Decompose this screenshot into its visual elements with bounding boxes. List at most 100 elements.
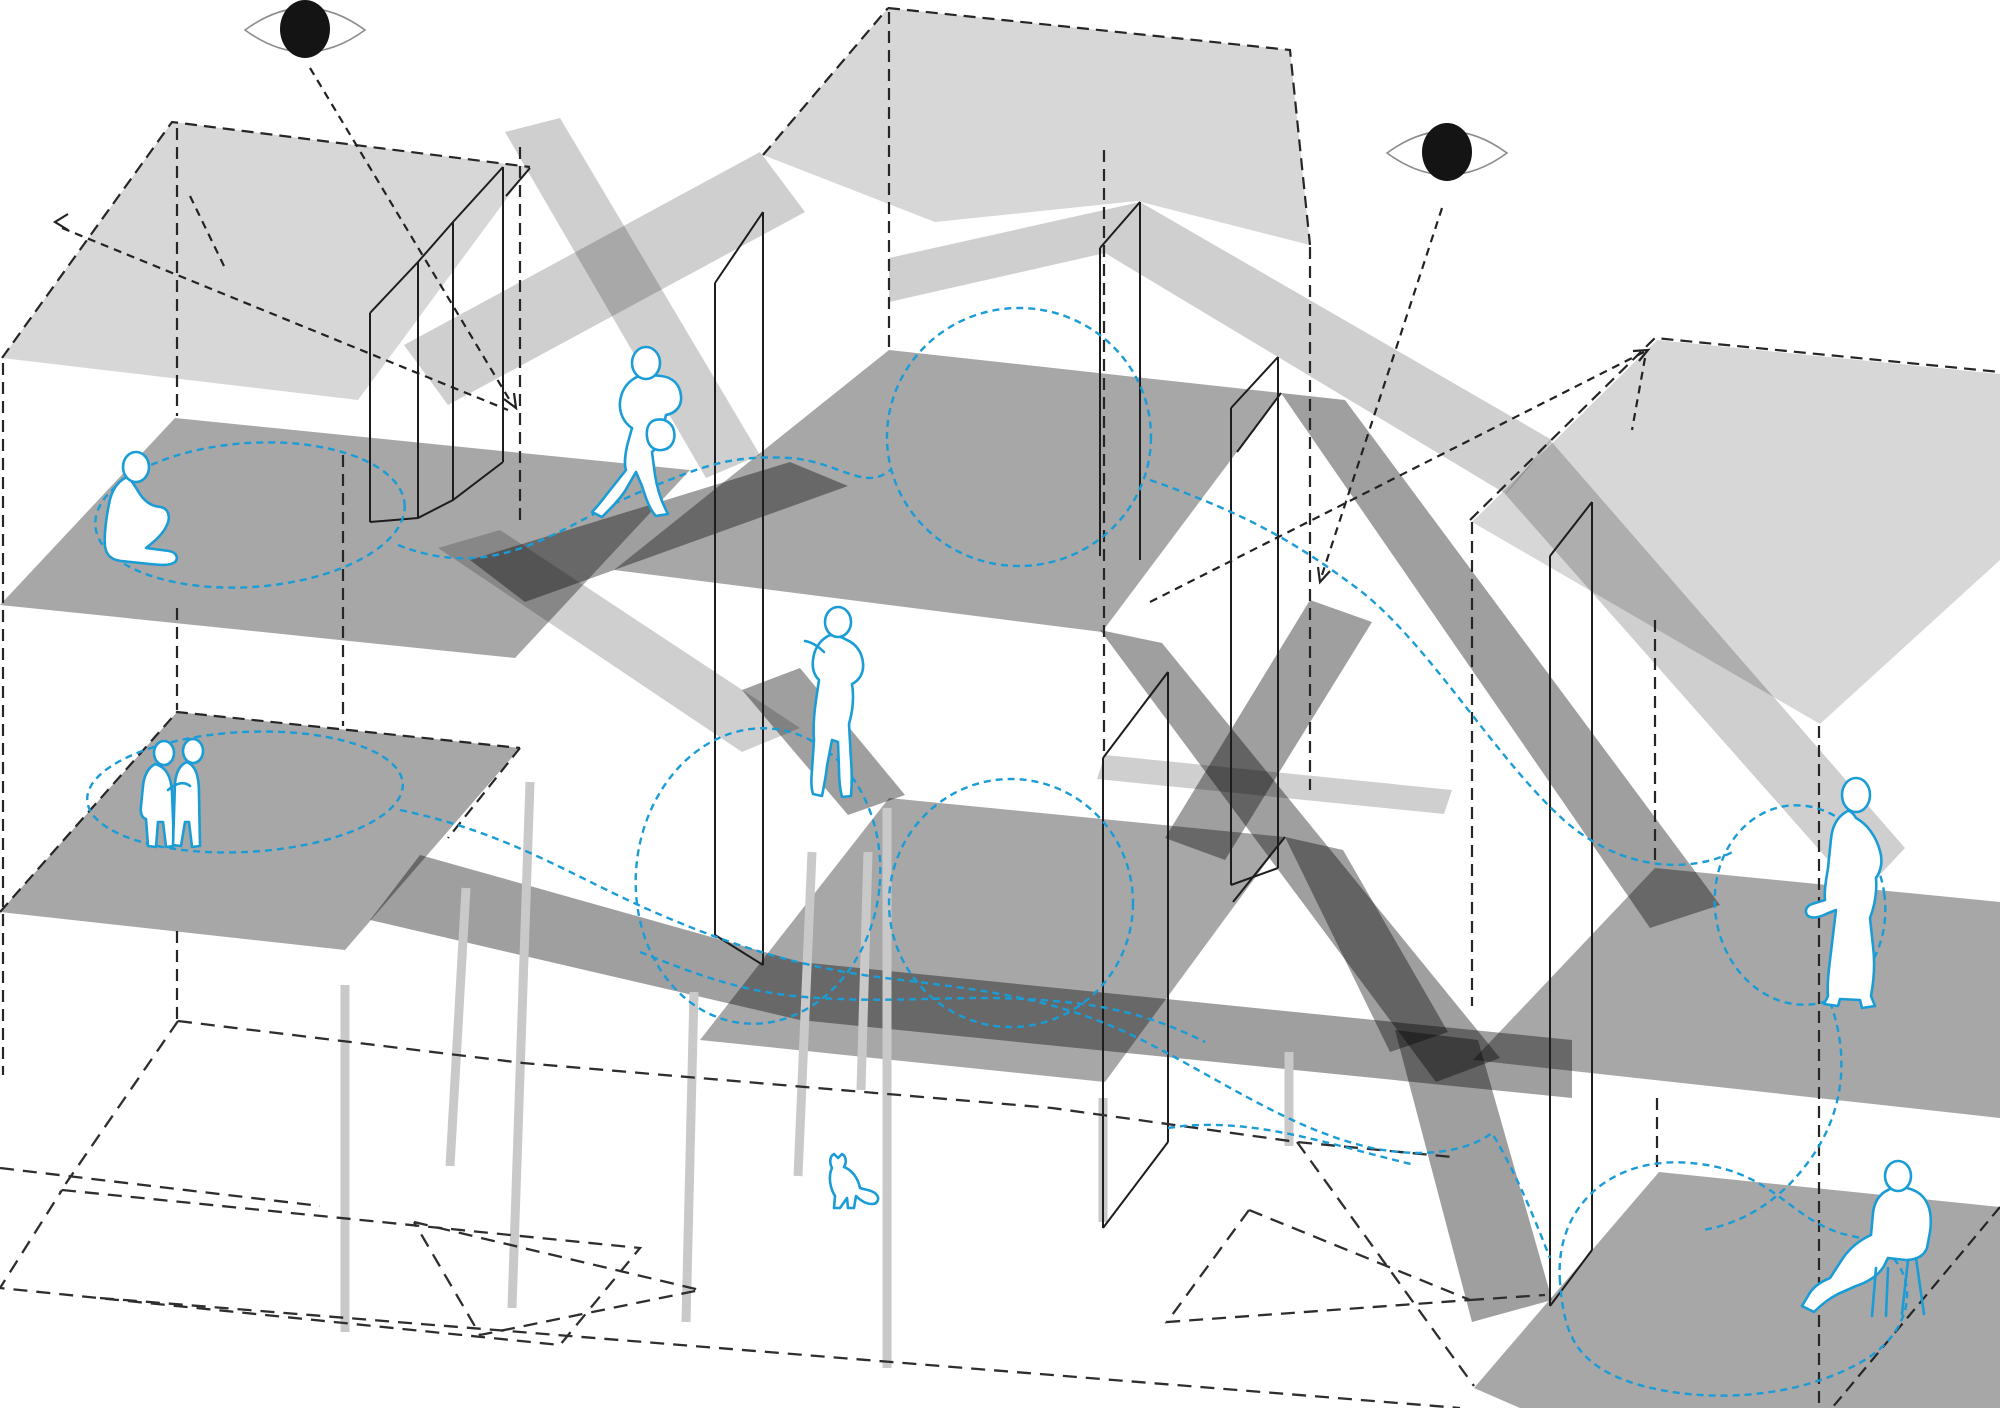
figure-two-people-detail: [166, 781, 192, 792]
figure-seated-chair-detail: [1900, 1258, 1910, 1316]
hidden-edge: [762, 7, 889, 156]
figure-two-people-head: [181, 737, 205, 765]
floor-center-upper: [614, 350, 1281, 632]
figure-standing-person-silhouette: [810, 633, 865, 799]
path-lower-mid: [639, 950, 1206, 1044]
path-upper-west: [397, 456, 891, 560]
solid-edges: [369, 166, 1593, 1307]
figure-standing-person: [803, 605, 865, 799]
ground-outline: [1296, 1141, 1475, 1387]
figure-standing-person-head: [823, 605, 853, 639]
light-ramp-right: [1505, 440, 1905, 896]
viewpoint-eyes: [243, 0, 1509, 181]
figure-two-people-head: [152, 739, 176, 767]
ground-outline: [1469, 1293, 1546, 1302]
arrow-exit: [1632, 348, 1651, 362]
path-lower-long: [399, 808, 1552, 1259]
figure-two-people-silhouette: [139, 762, 176, 849]
figure-sitting-person: [103, 450, 179, 567]
light-ramp-center: [889, 202, 1552, 494]
ramp-center-drop: [1100, 630, 1500, 1082]
floor-left-lower: [0, 712, 520, 950]
columns: [340, 781, 1294, 1368]
loop-lower-left: [634, 727, 882, 1025]
edge-line: [1232, 836, 1286, 903]
floor-left-upper: [0, 418, 690, 658]
sight-line: [1319, 207, 1444, 579]
column: [793, 851, 817, 1177]
figure-two-people: [139, 737, 205, 849]
roof-planes: [2, 8, 2000, 724]
hidden-edge: [887, 6, 1312, 246]
figure-woman-dress-head: [1840, 776, 1872, 814]
light-landing: [1097, 755, 1452, 814]
path-ground-s: [1167, 1123, 1416, 1167]
loop-lower-right: [887, 777, 1135, 1029]
ground-outline: [413, 1220, 701, 1337]
figure-walking-woman: [590, 345, 683, 519]
edge-line: [1549, 1249, 1593, 1307]
hidden-edge: [1469, 336, 2000, 521]
eye-right-icon: [1385, 123, 1509, 181]
edge-line: [1236, 392, 1282, 453]
floor-platforms: [0, 350, 2000, 1408]
figure-cat-silhouette: [828, 1152, 880, 1210]
column: [681, 991, 699, 1323]
figure-sitting-person-silhouette: [103, 476, 179, 567]
ramp-low-drop: [1285, 837, 1448, 1052]
column: [856, 851, 873, 1091]
column: [445, 887, 471, 1167]
figure-cat: [828, 1152, 880, 1210]
sight-line: [61, 226, 509, 412]
figure-walking-woman-head: [630, 345, 662, 381]
roof-center: [763, 8, 1310, 245]
edge-line: [1102, 671, 1169, 759]
figure-seated-chair: [1800, 1159, 1933, 1318]
figure-seated-chair-detail: [1870, 1266, 1878, 1318]
sight-line: [309, 67, 513, 405]
edge-line: [369, 166, 504, 314]
arrow-view-right: [1316, 566, 1331, 585]
path-right-drop: [1701, 1001, 1843, 1232]
edge-line: [505, 167, 531, 197]
edge-line: [1549, 501, 1593, 557]
loop-two-people: [85, 730, 405, 854]
ground-outline: [0, 1188, 643, 1347]
roof-left: [2, 122, 530, 400]
hidden-edge: [0, 710, 521, 913]
hidden-edges: [0, 6, 2000, 1408]
ramp-final-drop: [1395, 1030, 1552, 1322]
column: [507, 781, 535, 1309]
figure-seated-chair-detail: [1884, 1266, 1890, 1318]
edge-line: [1102, 1141, 1169, 1229]
floor-center-lower: [700, 798, 1285, 1082]
figure-sitting-person-head: [121, 450, 151, 484]
ramp-big-right: [1281, 393, 1720, 928]
ramp-mid-cross: [1165, 600, 1372, 860]
light-ramp-x1: [404, 152, 805, 405]
figure-woman-dress-silhouette: [1804, 809, 1883, 1010]
light-ramp-mid: [438, 530, 800, 752]
light-ramps: [404, 118, 1905, 896]
loop-upper-circle: [885, 306, 1153, 568]
eye-left-icon: [243, 0, 367, 58]
floor-right-bottom: [1474, 1172, 2000, 1408]
loop-sitting: [94, 441, 406, 589]
figure-woman-dress: [1804, 776, 1883, 1010]
roof-right: [1472, 340, 2000, 724]
edge-line: [1099, 201, 1141, 249]
edge-line: [369, 461, 504, 523]
hidden-edge: [447, 747, 521, 839]
hidden-edge: [1831, 1206, 2000, 1408]
figure-seated-chair-head: [1883, 1159, 1913, 1193]
figure-seated-chair-detail: [1914, 1256, 1926, 1316]
figure-standing-person-detail: [803, 639, 826, 654]
ground-plan-lines: [0, 1019, 1546, 1408]
hidden-edge: [1, 120, 531, 359]
dark-ramps: [370, 393, 1720, 1322]
figure-walking-woman-silhouette: [590, 373, 683, 519]
edge-line: [1230, 356, 1279, 409]
figure-seated-chair-silhouette: [1800, 1185, 1933, 1314]
